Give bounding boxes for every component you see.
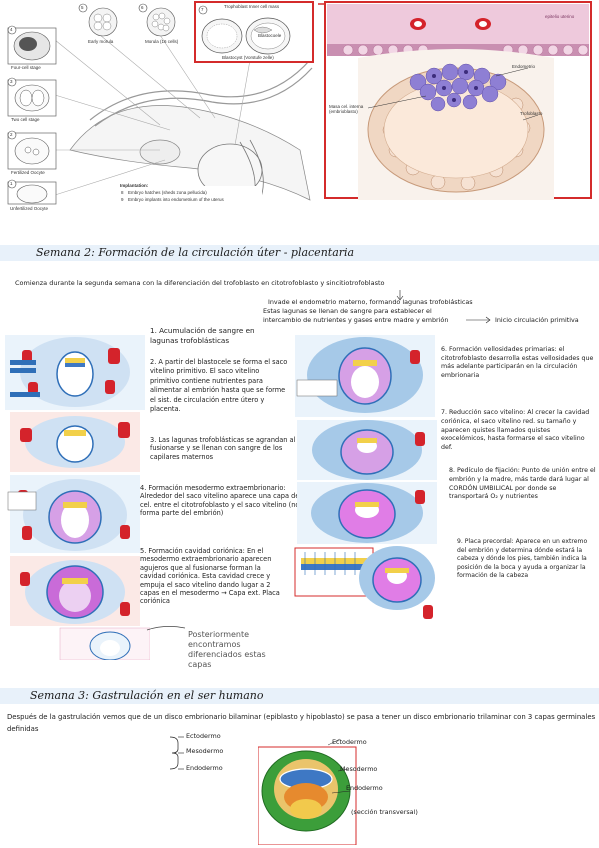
week3-heading-band — [0, 688, 599, 704]
stage-number: 1 — [10, 181, 13, 186]
blastocyst-label: Blastocyst (Vorstufe zelle) — [222, 55, 274, 60]
week2-step-2: 2. A partir del blastocele se forma el s… — [150, 358, 288, 414]
germ-layer-brace — [169, 736, 184, 770]
stage-diagram-6 — [295, 335, 435, 417]
implantation-title: Implantation: — [120, 183, 149, 188]
week2-heading-band — [0, 245, 599, 261]
morula-icon — [138, 3, 176, 37]
week2-step-7: 7. Reducción saco vitelino: Al crecer la… — [441, 409, 590, 452]
stage-number: 7 — [201, 7, 204, 12]
early-morula-icon — [78, 3, 118, 37]
week2-branch-line2: Estas lagunas se llenan de sangre para e… — [263, 307, 432, 315]
blastocyst-header-label: Trophoblast Inner cell mass — [224, 4, 280, 9]
week2-step-9: 9. Placa precordal: Aparece en un extrem… — [457, 538, 588, 580]
two-cell-stage-icon — [7, 77, 57, 117]
stage-diagram-4 — [10, 556, 140, 626]
blastocoele-label: Blastocoele — [258, 33, 282, 38]
embryo-development-diagram — [7, 1, 314, 205]
blastocyst-highlight-box — [194, 1, 314, 63]
unfertilized-oocyte-icon — [7, 179, 57, 205]
week2-step-8: 8. Pedículo de fijación: Punto de unión … — [449, 467, 596, 501]
morula-label: Morula (16 cells) — [145, 39, 179, 44]
week2-step-4: 4. Formación mesodermo extraembrionario:… — [140, 484, 300, 518]
week2-title: Semana 2: Formación de la circulación út… — [36, 246, 355, 259]
early-morula-label: Early morula — [88, 39, 114, 44]
figure-ectoderm-label: Ectodermo — [332, 738, 367, 746]
note-bracket — [146, 626, 186, 631]
week2-step-6: 6. Formación vellosidades primarias: el … — [441, 346, 594, 379]
inner-cell-mass-label: Masa cel. interna (embrioblasto) — [329, 104, 364, 114]
week2-step-5: 5. Formación cavidad coriónica: En el me… — [140, 547, 280, 606]
layer-ectoderm: Ectodermo — [186, 732, 221, 740]
endometrium-label: Endometrio — [512, 64, 536, 69]
figure-mesoderm-label: Mesodermo — [340, 765, 378, 773]
fertilized-oocyte-icon — [7, 130, 57, 170]
week2-branch-line3: intercambio de nutrientes y gases entre … — [263, 316, 449, 324]
top-figure: Four-cell stage Two cell stage Fertilize… — [0, 0, 599, 211]
week2-right-illustrations — [294, 335, 437, 619]
gastrulation-cross-section — [258, 738, 357, 845]
stage-diagram-5 — [59, 627, 150, 660]
stage-number: 6 — [141, 5, 144, 10]
unfertilized-label: Unfertilized Oocyte — [10, 206, 49, 211]
stage-number: 3 — [10, 79, 13, 84]
fertilized-label: Fertilized Oocyte — [11, 170, 45, 175]
week2-step-3: 3. Las lagunas trofoblásticas se agranda… — [150, 436, 296, 461]
branch-arrows — [396, 290, 491, 324]
implantation-step-8-number: 8 — [121, 190, 124, 195]
figure-endoderm-label: Endodermo — [346, 784, 383, 792]
two-cell-label: Two cell stage — [11, 117, 40, 122]
four-cell-label: Four-cell stage — [11, 65, 41, 70]
week2-later-note: Posteriormente encontramos diferenciados… — [188, 630, 266, 669]
implantation-step-8: Embryo hatches (sheds zona pellucida) — [128, 190, 207, 195]
stage-diagram-3 — [7, 475, 140, 553]
week2-left-illustrations — [5, 335, 150, 660]
layer-mesoderm: Mesodermo — [186, 747, 224, 755]
trophoblast-label: Trofoblasto — [520, 111, 543, 116]
stage-diagram-2 — [10, 412, 140, 472]
uterine-epithelium-label: epitelio uterino — [545, 14, 575, 19]
implantation-step-9-number: 9 — [121, 197, 124, 202]
week2-branch-line1: Invade el endometrio materno, formando l… — [268, 298, 473, 306]
week2-branch-arrow-text: Inicio circulación primitiva — [495, 316, 579, 324]
layer-endoderm: Endodermo — [186, 764, 223, 772]
implantation-zoom-panel — [318, 1, 592, 200]
week2-step-1: 1. Acumulación de sangre en lagunas trof… — [150, 326, 255, 345]
implantation-step-9: Embryo implants into endometrium of the … — [128, 197, 224, 202]
four-cell-stage-icon — [7, 25, 57, 65]
stage-number: 4 — [10, 27, 13, 32]
stage-number: 2 — [10, 132, 13, 137]
stage-number: 5 — [81, 5, 84, 10]
week2-intro: Comienza durante la segunda semana con l… — [15, 279, 385, 287]
stage-diagram-7 — [297, 420, 437, 480]
week3-title: Semana 3: Gastrulación en el ser humano — [30, 689, 264, 702]
section-caption: (sección transversal) — [351, 808, 418, 816]
stage-diagram-8 — [297, 482, 437, 544]
stage-diagram-9 — [294, 546, 435, 619]
stage-diagram-1 — [5, 335, 145, 410]
week3-intro: Después de la gastrulación vemos que de … — [7, 713, 596, 733]
